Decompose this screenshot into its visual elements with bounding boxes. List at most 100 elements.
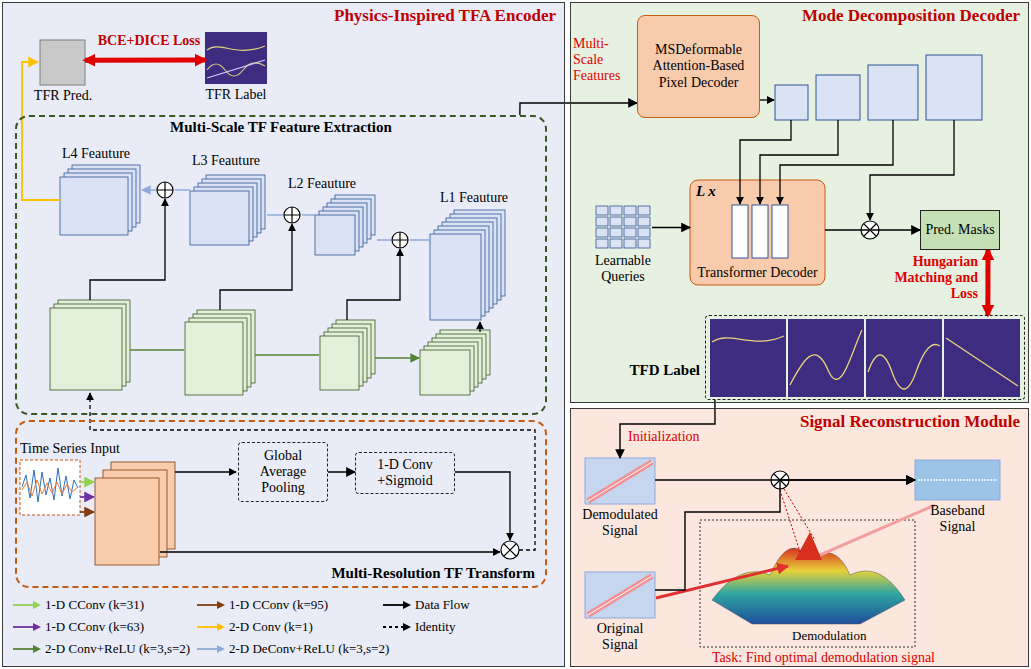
- legend-line: [383, 627, 404, 629]
- network-wire: [90, 393, 535, 550]
- network-wire: [130, 350, 419, 358]
- connector-label: Multi-Scale Features: [573, 36, 631, 84]
- box-label: Global Average Pooling: [243, 448, 323, 496]
- legend-line: [13, 627, 34, 629]
- add-symbol: [157, 182, 408, 248]
- connector-label: BCE+DICE Loss: [95, 33, 203, 49]
- connector: [655, 480, 915, 590]
- legend-arrowhead: [217, 623, 225, 631]
- connector: [985, 250, 990, 315]
- panel-ground: [570, 408, 1029, 667]
- add-symbol: [157, 182, 173, 198]
- legend-line: [13, 649, 34, 651]
- time-series-wave: [20, 460, 80, 515]
- decoder-wire: [760, 120, 838, 204]
- caption: TFR Label: [191, 87, 281, 103]
- pixel-decoder-box: MSDeformable Attention-Based Pixel Decod…: [637, 15, 760, 118]
- transform-group: Multi-Resolution TF Transform Time Series…: [15, 420, 547, 588]
- legend-line: [197, 627, 218, 629]
- legend-text: 1-D CConv (k=63): [45, 620, 144, 635]
- baseband-signal: Baseband Signal: [915, 460, 1000, 500]
- decoder-wire: [760, 99, 774, 100]
- legend-entry: 1-D CConv (k=31): [12, 598, 144, 613]
- query-grid: [624, 206, 636, 215]
- caption: Original Signal: [585, 621, 655, 653]
- transformer-decoder-box: L xTransformer Decoder: [690, 180, 825, 285]
- demodulation-surface: [700, 520, 915, 647]
- legend-text: Data Flow: [415, 598, 470, 613]
- signal-maps: [588, 462, 652, 501]
- panel-ground: [2, 2, 565, 667]
- legend-text: 2-D DeConv+ReLU (k=3,s=2): [229, 642, 389, 657]
- time-series-wave: [22, 468, 78, 502]
- feature-level-label: L2 Feauture: [288, 176, 356, 192]
- tfr-label-map: [207, 46, 265, 50]
- feature-map-stack: [185, 322, 243, 395]
- group-title: Multi-Resolution TF Transform: [331, 565, 535, 582]
- connector: [652, 227, 690, 228]
- query-grid: [624, 239, 636, 248]
- transformer-decoder-body: [732, 205, 748, 258]
- query-grid: [596, 228, 608, 237]
- tfd-label-group: TFD Label: [705, 315, 1025, 400]
- pixel-decoder-outputs: [775, 85, 808, 120]
- task-note: Task: Find optimal demodulation signal: [712, 650, 935, 666]
- legend-entry: 1-D CConv (k=95): [196, 598, 328, 613]
- multiply-symbol: [501, 541, 519, 559]
- transformer-decoder-body: [690, 180, 825, 285]
- signal-maps: [588, 576, 652, 615]
- pixel-decoder-outputs: [775, 55, 982, 120]
- legend-line: [13, 605, 34, 607]
- demodulation-surface: [656, 566, 788, 598]
- time-series-wave: [20, 460, 80, 515]
- tfr-prediction: TFR Pred.: [40, 40, 85, 85]
- query-grid: [596, 206, 650, 248]
- demodulated-signal: Demodulated Signal: [585, 458, 655, 504]
- network-wire: [22, 62, 60, 200]
- network-wire: [220, 224, 292, 310]
- panel-title: Mode Decomposition Decoder: [802, 6, 1020, 26]
- legend-arrowhead: [33, 623, 41, 631]
- group-title: Multi-Scale TF Feature Extraction: [17, 119, 545, 136]
- connector-label: Hungarian Matching and Loss: [872, 254, 978, 302]
- panel-title: Physics-Inspired TFA Encoder: [334, 6, 556, 26]
- time-series-wave: [22, 480, 78, 496]
- query-grid: [596, 206, 608, 215]
- query-grid: [624, 217, 636, 226]
- legend-line: [383, 605, 404, 607]
- transformer-decoder-body: [772, 205, 788, 258]
- legend-arrowhead: [217, 645, 225, 653]
- decoder-wire: [780, 120, 893, 204]
- legend-sample: [196, 621, 226, 633]
- feature-map-stack: [60, 177, 128, 235]
- add-symbol: [284, 207, 300, 223]
- tfr-label-map: [205, 32, 267, 84]
- mask-box: Pred. Masks: [920, 210, 1000, 250]
- pixel-decoder-outputs: [816, 75, 860, 120]
- pixel-decoder-outputs: [868, 65, 918, 120]
- connector: [328, 471, 355, 472]
- network-wire: [80, 481, 94, 483]
- tfd-label-maps: [946, 338, 1018, 386]
- add-symbol: [392, 232, 408, 248]
- legend-text: 1-D CConv (k=31): [45, 598, 144, 613]
- demodulation-surface: [820, 505, 935, 555]
- connector: [520, 103, 637, 115]
- tfd-label-maps: [944, 319, 1020, 397]
- time-series-input: Time Series Input: [20, 460, 80, 515]
- add-symbol: [284, 207, 300, 223]
- feature-map-stack: [190, 191, 249, 245]
- encoder-panel: Physics-Inspired TFA EncoderTFR Pred. TFR…: [2, 2, 565, 667]
- feature-map-stack: [315, 215, 355, 255]
- tfr-label-map: [205, 32, 267, 84]
- tfr-label-map: [207, 60, 265, 78]
- feature-map-stack: [50, 308, 122, 390]
- caption: Transformer Decoder: [690, 265, 825, 281]
- tfr-prediction-map: [40, 40, 85, 85]
- legend-entry: 1-D CConv (k=63): [12, 620, 144, 635]
- legend-text: 2-D Conv+ReLU (k=3,s=2): [45, 642, 190, 657]
- legend-entry: Data Flow: [382, 598, 470, 613]
- add-symbol: [284, 207, 300, 223]
- tfd-label-maps: [788, 319, 864, 397]
